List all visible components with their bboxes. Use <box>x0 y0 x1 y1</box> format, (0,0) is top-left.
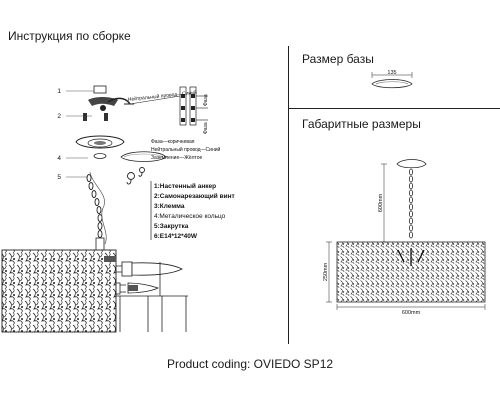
width-label: 600mm <box>402 310 421 316</box>
crystal-body <box>1 249 117 333</box>
canopy-icon <box>75 135 125 159</box>
overall-dimensions-heading: Габаритные размеры <box>302 117 421 131</box>
step-number: 2 <box>57 113 61 120</box>
wall-anchor-icon <box>93 85 107 94</box>
step-number: 1 <box>57 88 61 95</box>
page-title: Инструкция по сборке <box>8 29 131 43</box>
wiring-legend-item: Заземление—Жёлтое <box>151 155 203 161</box>
overall-dimensions-drawing: 600mm 250mm 600mm <box>323 159 486 316</box>
canopy-side-icon <box>120 151 167 162</box>
screw-icon <box>83 113 108 121</box>
height-label: 600mm <box>378 193 384 212</box>
wiring-legend-item: Фаза—коричневая <box>151 139 195 145</box>
base-size-drawing: 135 <box>371 70 413 89</box>
vertical-divider <box>288 46 289 344</box>
product-code: Product coding: OVIEDO SP12 <box>166 357 334 371</box>
parts-list-item: 6:E14*12*40W <box>154 233 198 240</box>
base-width-label: 135 <box>387 70 396 76</box>
parts-list: 1:Настенный анкер 2:Самонарезающий винт … <box>150 181 235 240</box>
bulb-icon <box>109 261 183 295</box>
neutral-wire-label: Нейтральный провод—Синий <box>127 89 197 103</box>
wiring-diagram: Нейтральный провод—Синий Фаза Фаза Фаза—… <box>127 86 221 161</box>
step-number: 5 <box>57 174 61 181</box>
horizontal-divider <box>288 108 500 109</box>
chain-icon <box>86 174 103 238</box>
step-number: 4 <box>57 155 61 162</box>
phase-wire-label: Фаза <box>203 94 209 106</box>
wiring-legend-item: Нейтральный провод—Синий <box>151 146 221 153</box>
hook-icon <box>126 167 145 185</box>
assembly-diagram: 1 2 4 5 <box>1 85 188 333</box>
body-height-label: 250mm <box>323 262 329 281</box>
parts-list-item: 3:Клемма <box>154 203 185 210</box>
base-size-heading: Размер базы <box>302 52 374 66</box>
phase-wire-label: Фаза <box>203 122 209 134</box>
parts-list-item: 2:Самонарезающий винт <box>154 192 235 200</box>
parts-list-item: 4:Металическое кольцо <box>154 213 226 220</box>
parts-list-item: 5:Закрутка <box>154 223 189 230</box>
parts-list-item: 1:Настенный анкер <box>154 182 216 190</box>
